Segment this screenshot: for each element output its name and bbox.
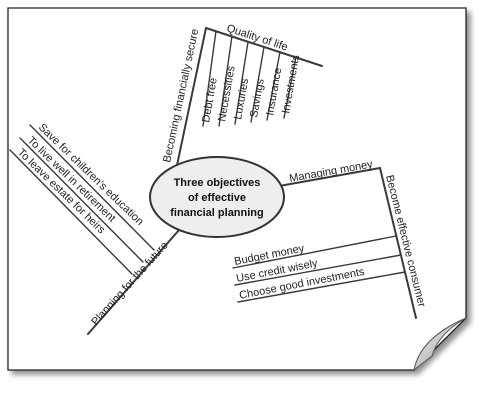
page-curl (413, 317, 467, 372)
luxuries-line (234, 41, 249, 125)
center-line-3: financial planning (170, 207, 264, 219)
future-branch-line (87, 221, 187, 335)
choose-investments-line (237, 271, 406, 303)
use-credit-line (234, 254, 402, 286)
center-line-2: of effective (188, 192, 246, 204)
investments-line (283, 56, 297, 119)
savings-line (250, 46, 265, 123)
effective-consumer-line (379, 167, 417, 319)
leave-estate-line (9, 149, 133, 275)
insurance-line (266, 51, 281, 121)
managing-money-line (267, 167, 381, 189)
center-line-1: Three objectives (174, 177, 261, 189)
budget-money-line (232, 235, 397, 269)
necessities-line (218, 35, 233, 127)
secure-branch-line (175, 27, 207, 171)
save-children-line (29, 124, 155, 251)
debt-free-line (202, 30, 217, 127)
center-ellipse (149, 156, 285, 238)
live-retirement-line (19, 137, 144, 263)
